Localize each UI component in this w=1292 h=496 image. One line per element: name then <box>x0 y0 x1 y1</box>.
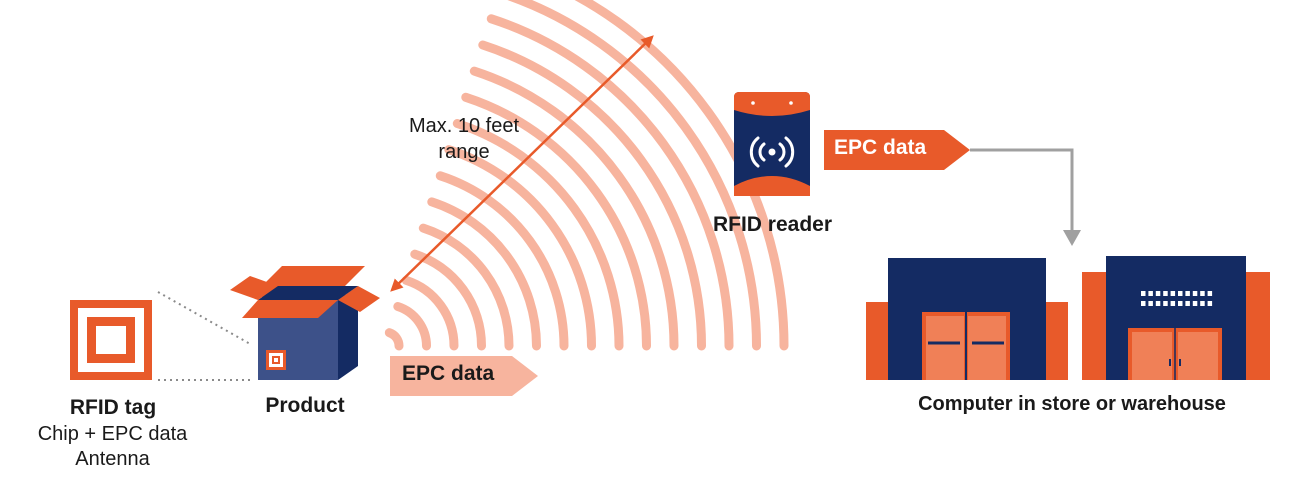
product-label: Product <box>265 394 345 417</box>
warehouse-window <box>1170 301 1176 306</box>
warehouse-window <box>1178 301 1183 306</box>
tag-connector-lines <box>157 291 253 381</box>
warehouse-window <box>1170 291 1176 296</box>
range-arrow <box>390 35 654 292</box>
epc-data-near-label: EPC data <box>402 362 495 385</box>
range-label-line1: Max. 10 feet <box>408 115 520 137</box>
radio-waves <box>384 0 789 351</box>
warehouse-window <box>1192 301 1198 306</box>
reader-to-computer-arrow <box>970 148 1081 246</box>
epc-data-near-arrow <box>390 356 538 396</box>
epc-data-far-arrow <box>824 130 970 170</box>
rfid-reader-label: RFID reader <box>712 213 833 236</box>
warehouse-window <box>1207 301 1213 306</box>
radio-wave-arc <box>574 0 789 351</box>
warehouse-window <box>1141 291 1146 296</box>
warehouse-building-icon <box>1082 256 1270 380</box>
warehouse-window <box>1200 291 1205 296</box>
radio-wave-arc <box>384 328 404 351</box>
warehouse-window <box>1163 291 1168 296</box>
warehouse-window <box>1207 291 1213 296</box>
radio-wave-arc <box>393 302 431 351</box>
warehouse-window <box>1185 301 1190 306</box>
warehouse-window <box>1148 301 1153 306</box>
warehouse-window <box>1148 291 1153 296</box>
radio-wave-arc <box>444 145 596 351</box>
range-label-line2: range <box>438 141 490 163</box>
rfid-reader-icon <box>734 92 810 196</box>
store-building-icon <box>866 258 1068 380</box>
radio-wave-arc <box>507 0 761 351</box>
rfid-tag-line2: Antenna <box>75 448 150 470</box>
warehouse-window <box>1163 301 1168 306</box>
warehouse-window <box>1200 301 1205 306</box>
epc-data-far-label: EPC data <box>834 136 927 159</box>
warehouse-window <box>1155 301 1161 306</box>
computer-label: Computer in store or warehouse <box>918 393 1226 415</box>
warehouse-window <box>1185 291 1190 296</box>
warehouse-window <box>1141 301 1146 306</box>
rfid-tag-line1: Chip + EPC data <box>37 423 188 445</box>
warehouse-window <box>1192 291 1198 296</box>
warehouse-window <box>1178 291 1183 296</box>
warehouse-window <box>1155 291 1161 296</box>
rfid-tag-icon <box>70 300 152 380</box>
product-box-icon <box>230 266 380 380</box>
rfid-tag-title: RFID tag <box>69 396 157 419</box>
